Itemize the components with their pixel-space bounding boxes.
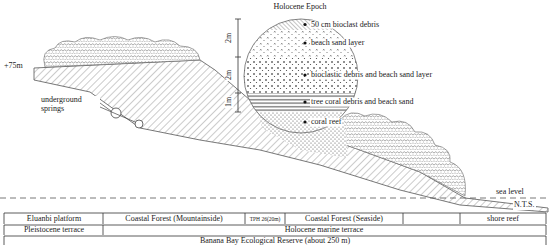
zone-label: Eluanbi platform	[26, 215, 82, 224]
leader-line	[100, 107, 135, 122]
layer-dot	[303, 120, 306, 123]
scale-tick	[235, 93, 241, 94]
layer-label: bioclastic debris and beach sand layer	[310, 71, 433, 80]
reserve-label: Banana Bay Ecological Reserve (about 250…	[199, 237, 351, 246]
dimension-label: 2m	[225, 69, 234, 81]
beach-sand-layer	[240, 30, 365, 57]
zone-tick	[4, 213, 5, 224]
scale-tick	[235, 57, 241, 58]
zone-tick	[460, 213, 461, 224]
layer-label: 50 cm bioclast debris	[310, 20, 380, 29]
layer-label: tree coral debris and beach sand	[310, 98, 414, 107]
leader-line	[100, 103, 111, 111]
zone-tick	[285, 213, 286, 224]
coral-reef-layer	[240, 112, 365, 135]
zone-tick	[546, 236, 547, 245]
zone-tick	[546, 213, 547, 224]
terrace-label: Pleistocene terrace	[23, 226, 85, 235]
inset-heading: Holocene Epoch	[272, 3, 327, 12]
layer-dot	[303, 23, 306, 26]
mountainside-forest	[44, 37, 200, 68]
zone-tick	[403, 213, 404, 224]
scale-tick	[235, 19, 241, 20]
zone-tick	[546, 225, 547, 235]
zone-tick	[103, 213, 104, 224]
zone-tick	[4, 236, 5, 245]
dimension-label: 2m	[225, 32, 234, 44]
zone-brackets	[4, 213, 546, 245]
scale-tick	[235, 112, 241, 113]
zone-label: shore reef	[486, 215, 520, 224]
zone-label: Coastal Forest (Mountainside)	[124, 215, 223, 224]
spring-symbol	[135, 120, 143, 128]
dimension-label: 1m	[225, 96, 234, 108]
zone-tick	[4, 225, 5, 235]
zone-tick	[103, 225, 104, 235]
spring-symbol	[111, 108, 121, 118]
zone-tick	[245, 213, 246, 224]
layer-dot	[303, 41, 306, 44]
spring-label: underground springs	[40, 96, 100, 114]
terrace-label: Holocene marine terrace	[284, 226, 365, 235]
layer-dot	[303, 73, 306, 76]
layer-label: beach sand layer	[310, 39, 365, 48]
layer-dot	[303, 100, 306, 103]
sea-level-line	[0, 198, 550, 199]
zone-line	[4, 225, 546, 226]
layer-label: coral reef	[310, 118, 342, 127]
zone-line	[4, 213, 546, 214]
scale-line	[238, 19, 239, 112]
seaside-forest	[329, 113, 466, 196]
zone-label: TPH 26(20m)	[249, 216, 282, 222]
zone-label: Coastal Forest (Seaside)	[304, 215, 384, 224]
depth-scale	[235, 19, 241, 112]
sea-level-label: sea level	[495, 188, 525, 197]
scale-note: N.T.S.	[513, 201, 536, 210]
elevation-label: +75m	[3, 62, 24, 71]
